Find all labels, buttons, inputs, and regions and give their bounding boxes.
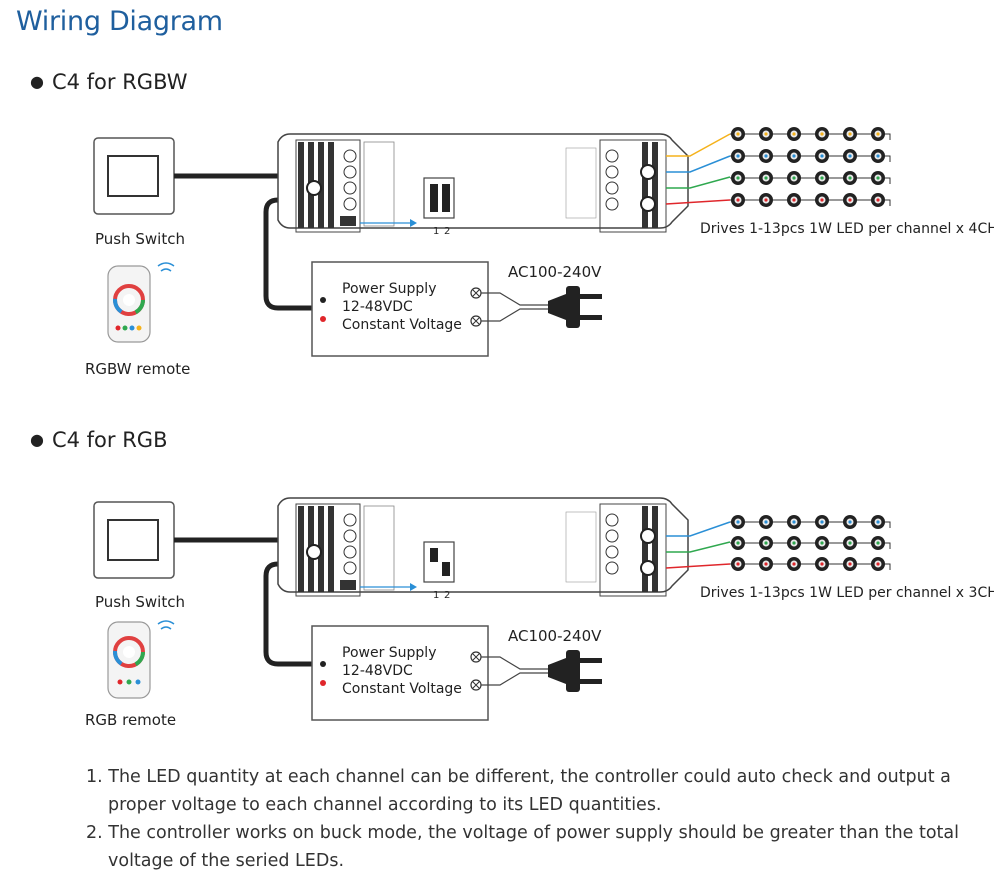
push-switch-label: Push Switch <box>95 593 185 611</box>
led-icon <box>731 171 745 185</box>
push-switch-icon <box>93 137 175 215</box>
led-icon <box>815 536 829 550</box>
led-icon <box>759 515 773 529</box>
led-icon <box>843 557 857 571</box>
psu-line-1: Power Supply <box>342 645 437 661</box>
led-icon <box>815 171 829 185</box>
led-icon <box>787 149 801 163</box>
led-icon <box>731 149 745 163</box>
led-icon <box>787 127 801 141</box>
section-title-text: C4 for RGB <box>51 428 168 452</box>
led-icon <box>731 515 745 529</box>
drives-label: Drives 1-13pcs 1W LED per channel x 3CH <box>700 585 994 601</box>
led-array <box>730 515 891 571</box>
led-icon <box>759 193 773 207</box>
led-icon <box>843 193 857 207</box>
psu-line-2: 12-48VDC <box>342 663 413 679</box>
led-icon <box>815 557 829 571</box>
led-icon <box>787 515 801 529</box>
dip-label-1: 1 <box>433 226 439 237</box>
led-icon <box>843 149 857 163</box>
led-icon <box>787 536 801 550</box>
led-icon <box>815 127 829 141</box>
drives-label: Drives 1-13pcs 1W LED per channel x 4CH <box>700 221 994 237</box>
dip-label-1: 1 <box>433 590 439 601</box>
led-icon <box>731 193 745 207</box>
led-icon <box>871 127 885 141</box>
led-icon <box>731 557 745 571</box>
section-title-rgb: ● C4 for RGB <box>30 428 168 452</box>
led-icon <box>843 171 857 185</box>
wiring-diagram-rgb: Push Switch RGB remote 1 2 <box>85 497 994 729</box>
led-icon <box>759 536 773 550</box>
led-icon <box>815 193 829 207</box>
section-title-text: C4 for RGBW <box>51 70 188 94</box>
led-array <box>730 127 891 207</box>
psu-line-3: Constant Voltage <box>342 317 462 333</box>
led-icon <box>871 193 885 207</box>
dip-label-2: 2 <box>444 226 450 237</box>
led-icon <box>871 515 885 529</box>
bullet-icon: ● <box>30 430 44 449</box>
notes-list: 1. The LED quantity at each channel can … <box>86 763 966 875</box>
led-icon <box>871 171 885 185</box>
led-icon <box>871 536 885 550</box>
note-item: 1. The LED quantity at each channel can … <box>86 767 951 815</box>
remote-label: RGBW remote <box>85 360 190 378</box>
led-icon <box>731 127 745 141</box>
wiring-diagram-rgbw: Push Switch RGBW remote 1 <box>85 127 994 378</box>
led-icon <box>843 515 857 529</box>
remote-label: RGB remote <box>85 711 176 729</box>
remote-icon <box>107 262 175 343</box>
psu-line-2: 12-48VDC <box>342 299 413 315</box>
led-icon <box>787 557 801 571</box>
page-title: Wiring Diagram <box>16 6 223 37</box>
led-icon <box>759 171 773 185</box>
note-item: 2. The controller works on buck mode, th… <box>86 823 960 871</box>
ac-plug-icon <box>548 286 602 328</box>
led-icon <box>759 557 773 571</box>
led-icon <box>731 536 745 550</box>
ac-plug-icon <box>548 650 602 692</box>
led-icon <box>871 557 885 571</box>
led-icon <box>759 127 773 141</box>
section-title-rgbw: ● C4 for RGBW <box>30 70 188 94</box>
controller-icon <box>277 497 689 597</box>
led-icon <box>871 149 885 163</box>
bullet-icon: ● <box>30 72 44 91</box>
psu-line-3: Constant Voltage <box>342 681 462 697</box>
controller-icon <box>277 133 689 233</box>
led-icon <box>843 536 857 550</box>
psu-line-1: Power Supply <box>342 281 437 297</box>
led-icon <box>787 193 801 207</box>
power-supply-icon <box>311 261 489 357</box>
ac-voltage-label: AC100-240V <box>508 627 602 645</box>
dip-label-2: 2 <box>444 590 450 601</box>
led-icon <box>759 149 773 163</box>
led-icon <box>843 127 857 141</box>
power-supply-icon <box>311 625 489 721</box>
remote-icon <box>107 620 175 699</box>
led-icon <box>815 515 829 529</box>
led-icon <box>815 149 829 163</box>
led-icon <box>787 171 801 185</box>
push-switch-label: Push Switch <box>95 230 185 248</box>
push-switch-icon <box>93 501 175 579</box>
ac-voltage-label: AC100-240V <box>508 263 602 281</box>
